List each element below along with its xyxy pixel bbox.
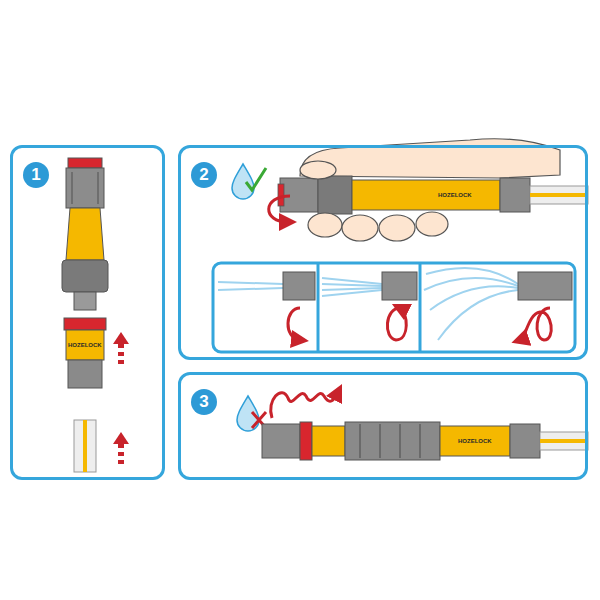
brand-logo: HOZELOCK [438,192,472,198]
step-panel: 2 [178,145,588,360]
step-panel: 3 [178,372,588,480]
brand-logo: HOZELOCK [458,438,492,444]
brand-logo: HOZELOCK [68,342,102,348]
step-panel: 1 [10,145,165,480]
callout-number: 3 [191,389,217,415]
callout-number: 2 [191,162,217,188]
callout-number: 1 [23,162,49,188]
